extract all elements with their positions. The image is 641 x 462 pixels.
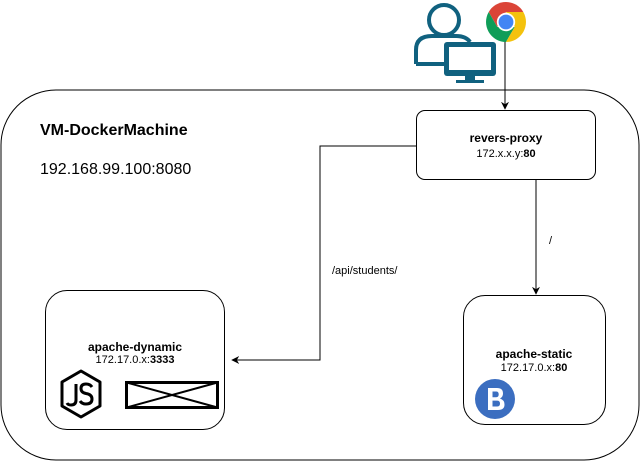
- vm-title: VM-DockerMachine: [40, 122, 188, 139]
- reverse-proxy-address: 172.x.x.y:80: [476, 148, 535, 160]
- apache-static-ip: 172.17.0.x:: [500, 362, 556, 374]
- chrome-browser-icon: [486, 2, 526, 42]
- vm-container: [0, 89, 640, 461]
- route-api-label: /api/students/: [332, 265, 398, 277]
- apache-dynamic-name: apache-dynamic: [87, 340, 183, 354]
- reverse-proxy-node: [416, 110, 596, 180]
- reverse-proxy-port: 80: [523, 148, 536, 160]
- apache-dynamic-ip: 172.17.0.x:: [95, 354, 150, 366]
- proxy-to-dynamic-connector: [231, 145, 416, 364]
- apache-static-name: apache-static: [495, 347, 573, 361]
- apache-dynamic-address: 172.17.0.x:3333: [96, 354, 175, 366]
- route-root-label: /: [549, 235, 553, 247]
- reverse-proxy-name: revers-proxy: [469, 131, 543, 145]
- apache-static-node: [463, 295, 606, 425]
- user-at-computer-icon: [414, 3, 496, 83]
- apache-static-port: 80: [555, 362, 568, 374]
- bootstrap-icon: [475, 379, 515, 419]
- vm-address: 192.168.99.100:8080: [40, 161, 192, 178]
- apache-static-address: 172.17.0.x:80: [501, 362, 568, 374]
- nodejs-icon: [60, 369, 102, 419]
- reverse-proxy-ip: 172.x.x.y:: [476, 148, 524, 160]
- apache-dynamic-port: 3333: [149, 354, 175, 366]
- express-placeholder-icon: [125, 381, 219, 409]
